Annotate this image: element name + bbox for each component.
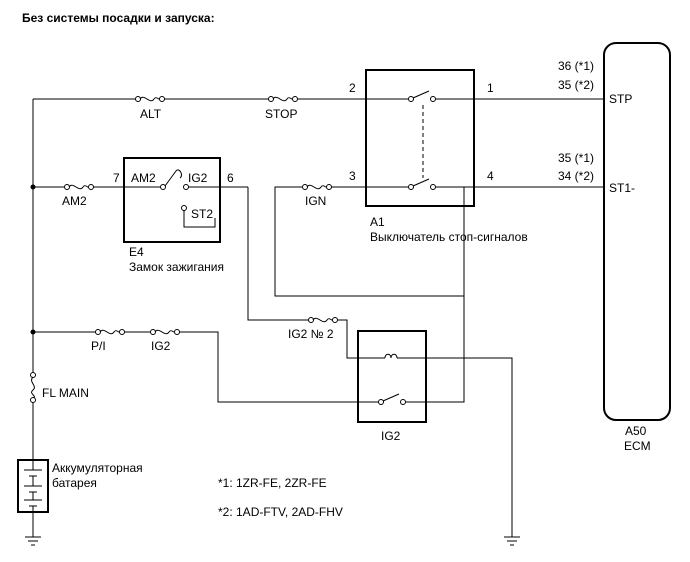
ignition-switch-name: Замок зажигания <box>129 260 224 274</box>
pi-fuse-label: P/I <box>91 339 106 353</box>
stop-switch-name: Выключатель стоп-сигналов <box>370 230 528 244</box>
battery-ground-icon <box>25 512 41 546</box>
ecm-st1-pin2: 34 (*2) <box>558 169 594 183</box>
ecm-box <box>603 42 671 421</box>
stop-switch-pin-2: 2 <box>349 81 356 95</box>
ignition-switch-box <box>123 157 221 243</box>
ig2no2-wire-b <box>337 319 378 359</box>
stop-fuse-label: STOP <box>265 107 297 121</box>
stop-light-switch-box <box>365 69 475 207</box>
pi-fuse <box>95 329 125 335</box>
ig2-relay-wire <box>179 331 378 403</box>
ig2-fuse-label: IG2 <box>151 339 171 353</box>
ecm-st1-pin1: 35 (*1) <box>558 151 594 165</box>
ignition-st2-label: ST2 <box>191 207 213 221</box>
ig2no2-fuse <box>308 317 338 323</box>
ig2no2-wire-a <box>247 187 308 321</box>
relay-ground-wire <box>414 357 513 537</box>
ignition-pin-6: 6 <box>227 171 234 185</box>
stop-switch-contact-upper <box>408 90 436 102</box>
battery-label-line2: батарея <box>52 476 97 490</box>
ign-fuse-label: IGN <box>305 194 326 208</box>
ecm-code: A50 <box>625 424 647 438</box>
ignition-switch-contact <box>160 169 189 211</box>
stop-switch-pin-3: 3 <box>349 169 356 183</box>
alt-fuse-label: ALT <box>140 107 162 121</box>
ignition-st2-wire <box>183 210 216 228</box>
stop-switch-contact-lower <box>408 178 436 190</box>
relay-ign-wire <box>406 296 465 403</box>
am2-fuse-label: AM2 <box>62 194 87 208</box>
ecm-stp-pin2: 35 (*2) <box>558 78 594 92</box>
note-2: *2: 1AD-FTV, 2AD-FHV <box>218 505 343 519</box>
stop-switch-code: A1 <box>370 215 385 229</box>
stop-switch-pin-4: 4 <box>487 169 494 183</box>
ignition-am2-label: AM2 <box>131 171 156 185</box>
stop-fuse <box>268 96 298 102</box>
stop-switch-pin-1: 1 <box>487 81 494 95</box>
ignition-ig2-label: IG2 <box>188 171 208 185</box>
battery-symbol <box>17 459 49 513</box>
ecm-stp-label: STP <box>609 92 632 106</box>
ignition-switch-code: E4 <box>129 245 144 259</box>
fl-main-label: FL MAIN <box>42 386 89 400</box>
ig2-relay-box <box>357 330 427 423</box>
ig2-relay-coil <box>378 353 414 359</box>
fl-main-fuse <box>30 372 36 403</box>
alt-fuse <box>135 96 165 102</box>
ig2-fuse <box>150 329 180 335</box>
ig2-relay-contact <box>378 393 406 405</box>
ignition-pin-7: 7 <box>113 171 120 185</box>
ign-fuse <box>302 184 332 190</box>
ecm-name: ECM <box>624 439 651 453</box>
relay-ground-icon <box>504 536 520 546</box>
ig2-relay-label: IG2 <box>381 429 401 443</box>
diagram-title: Без системы посадки и запуска: <box>22 11 215 25</box>
ecm-stp-pin1: 36 (*1) <box>558 59 594 73</box>
am2-fuse <box>64 184 94 190</box>
battery-label-line1: Аккумуляторная <box>52 461 143 475</box>
ig2no2-fuse-label: IG2 № 2 <box>288 327 334 341</box>
note-1: *1: 1ZR-FE, 2ZR-FE <box>218 476 327 490</box>
ecm-st1-label: ST1- <box>609 181 635 195</box>
ign-loop-wire <box>274 186 465 297</box>
